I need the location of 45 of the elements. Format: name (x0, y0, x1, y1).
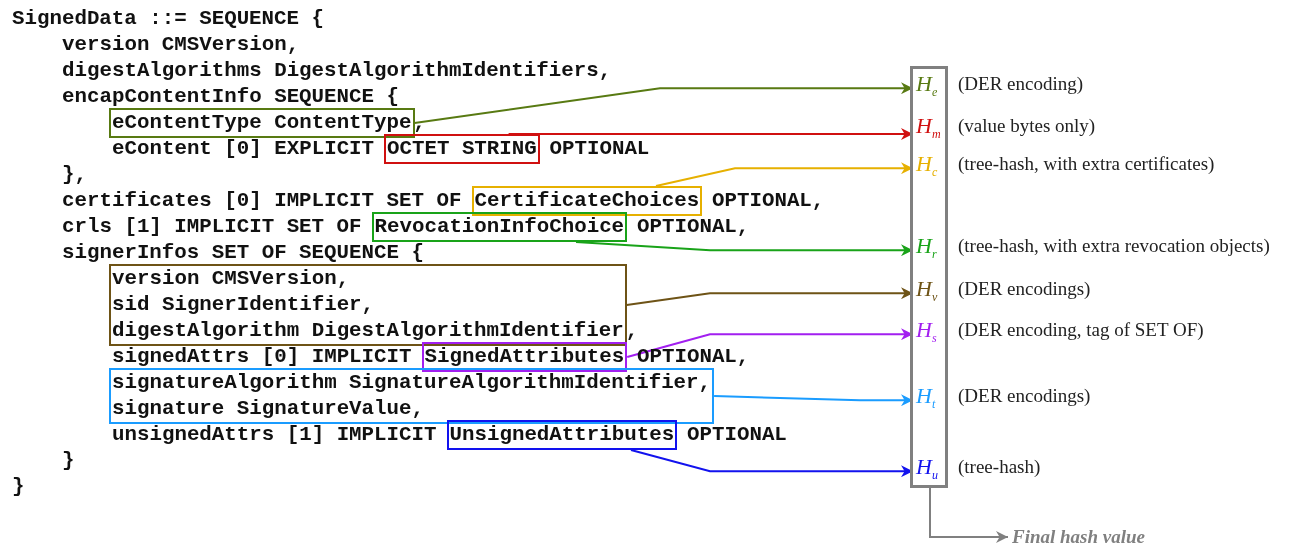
code-line: digestAlgorithms DigestAlgorithmIdentifiers, (62, 58, 612, 84)
hash-symbol: H$_{r}$ (913, 232, 940, 269)
hash-note: (DER encodings) (958, 277, 1091, 301)
hash-symbol: H$_{u}$ (913, 453, 941, 490)
code-line: OPTIONAL (549, 136, 650, 162)
output-label: Final hash value (1012, 525, 1146, 547)
code-line: OPTIONAL, (637, 344, 750, 370)
highlighted-code: SignedAttributes (421, 342, 628, 372)
hash-note: (DER encoding, tag of SET OF) (958, 318, 1204, 342)
hash-note: (value bytes only) (958, 114, 1096, 138)
code-line: signedAttrs [0] IMPLICIT (112, 344, 412, 370)
code-line: OPTIONAL, (637, 214, 750, 240)
hash-note: (tree-hash, with extra revocation objects) (958, 234, 1270, 258)
code-line: OPTIONAL (687, 422, 787, 448)
code-line: , (413, 110, 426, 136)
hash-symbol: H$_{e}$ (913, 70, 941, 107)
hash-note: (tree-hash) (958, 455, 1041, 479)
highlighted-code: OCTET STRING (384, 134, 540, 164)
code-line: certificates [0] IMPLICIT SET OF (62, 188, 462, 214)
hash-note: (DER encoding) (958, 72, 1084, 96)
arrow (929, 487, 1009, 543)
code-line: eContent [0] EXPLICIT (112, 136, 375, 162)
code-line: encapContentInfo SEQUENCE { (62, 84, 399, 110)
hash-symbol: H$_{c}$ (913, 150, 941, 187)
highlighted-code: CertificateChoices (471, 186, 703, 216)
highlighted-code: RevocationInfoChoice (371, 212, 628, 242)
code-line: } (62, 448, 75, 474)
code-line: }, (62, 162, 87, 188)
code-line: unsignedAttrs [1] IMPLICIT (112, 422, 437, 448)
code-line: crls [1] IMPLICIT SET OF (62, 214, 362, 240)
code-line: SignedData ::= SEQUENCE { (12, 6, 324, 32)
highlighted-code: eContentType ContentType (109, 108, 415, 138)
hash-column-box (910, 66, 948, 488)
hash-symbol: H$_{s}$ (913, 316, 940, 353)
code-line: , (625, 318, 639, 344)
code-line: OPTIONAL, (712, 188, 825, 214)
hash-symbol: H$_{v}$ (913, 275, 941, 312)
hash-note: (DER encodings) (958, 384, 1091, 408)
highlighted-code: UnsignedAttributes (446, 420, 678, 450)
code-line: signerInfos SET OF SEQUENCE { (62, 240, 424, 266)
hash-symbol: H$_{t}$ (913, 382, 939, 419)
hash-symbol: H$_{m}$ (913, 112, 944, 149)
hash-note: (tree-hash, with extra certificates) (958, 152, 1215, 176)
code-line: version CMSVersion, (62, 32, 300, 58)
code-line: } (12, 474, 25, 500)
